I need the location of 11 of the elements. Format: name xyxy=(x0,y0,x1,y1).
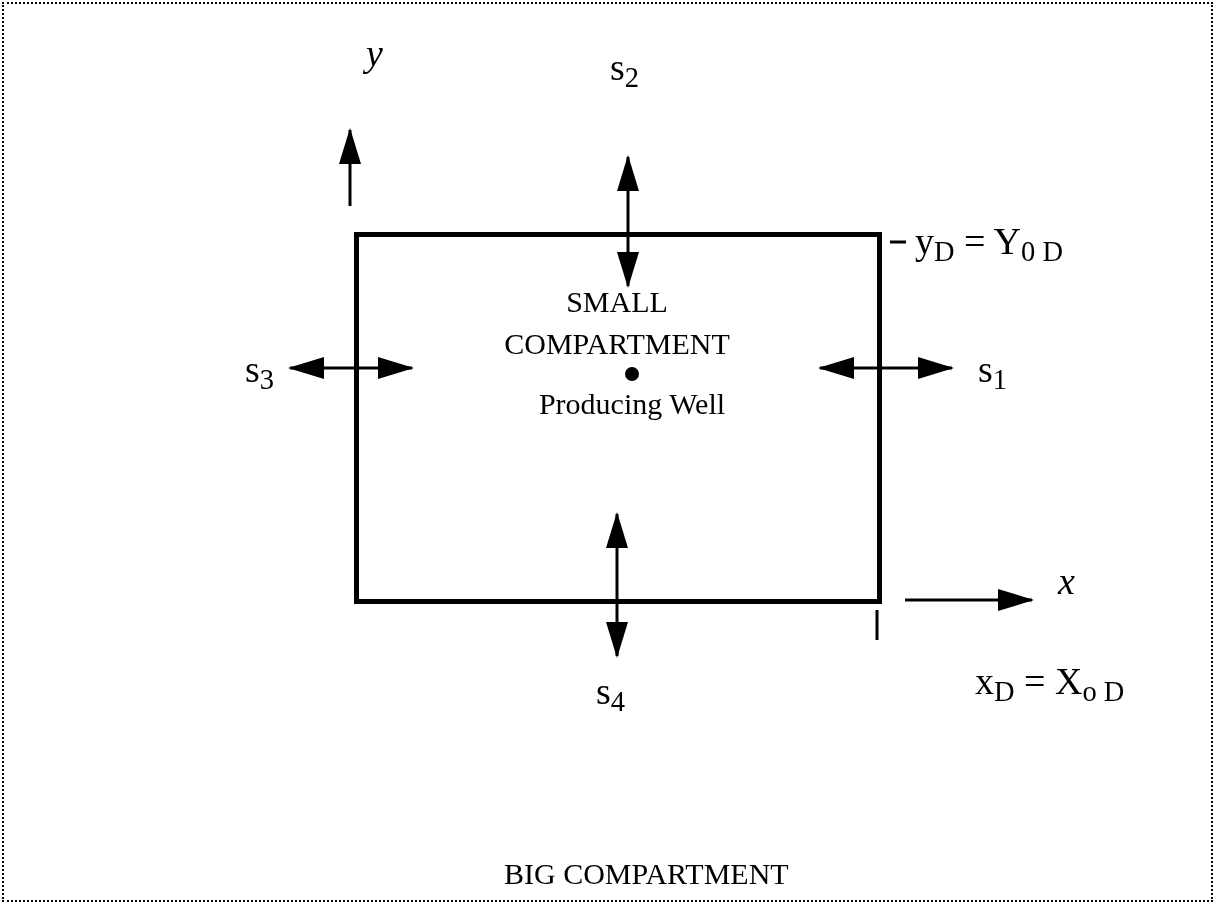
well-label: Producing Well xyxy=(537,386,727,422)
axis-label: y$_{D}$ = Y$_{0 D}$ xyxy=(915,222,1064,260)
axis-label: x$_{D}$ = X$_{o D}$ xyxy=(975,662,1125,700)
axis-label: s$_{3}$ xyxy=(245,350,275,388)
compartment-label: SMALL COMPARTMENT xyxy=(503,284,731,362)
inner-compartment-box xyxy=(354,232,882,604)
compartment-label: BIG COMPARTMENT xyxy=(504,856,789,892)
axis-label: s$_{1}$ xyxy=(978,350,1008,388)
axis-label: s$_{2}$ xyxy=(610,48,640,86)
axis-label: s$_{4}$ xyxy=(596,672,626,710)
axis-label: x xyxy=(1058,562,1075,600)
